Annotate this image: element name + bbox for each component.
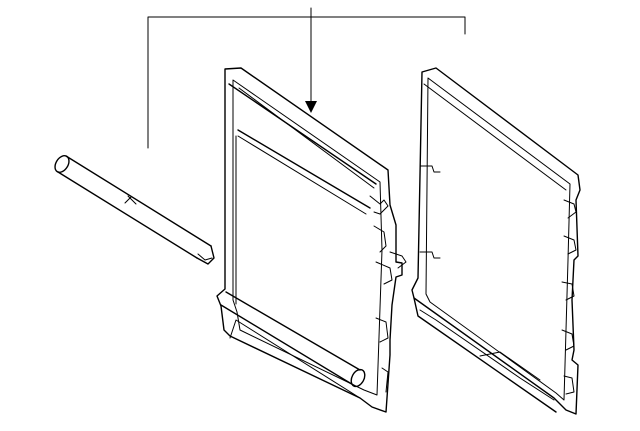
rear-panel-part [411, 67, 581, 415]
bracket-line [147, 16, 466, 149]
leader-arrowhead [305, 101, 317, 113]
front-panel-part [216, 67, 407, 413]
callout-bracket [147, 7, 466, 149]
tube-part [54, 155, 215, 265]
